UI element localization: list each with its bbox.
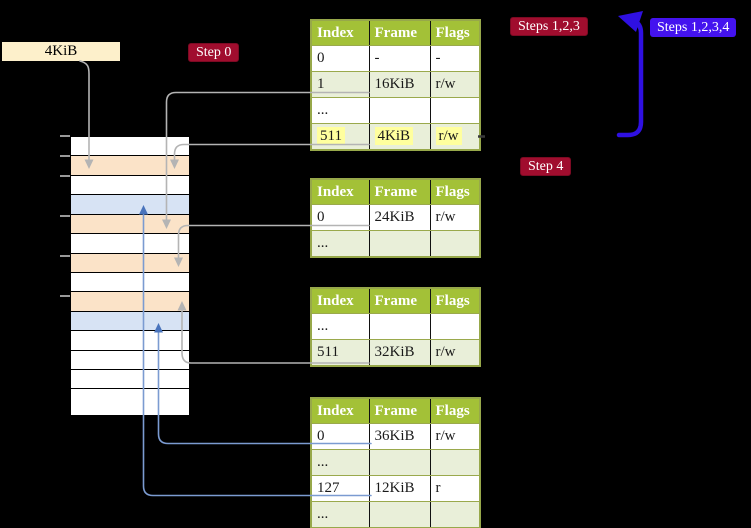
cell-frame: 16KiB [369,71,431,98]
table-row: ... [311,230,480,258]
table-row: ... [311,449,480,476]
cell-flags [430,97,480,124]
badge-steps-1-2-3: Steps 1,2,3 [510,17,588,36]
page-size-label: 4KiB [2,42,120,61]
memory-frame-row-white [71,272,189,293]
memory-frame-row-white [71,137,189,157]
cell-index: ... [311,313,370,340]
cell-flags: r/w [430,71,480,98]
cell-frame [369,501,431,528]
cell-index: 511 [311,123,370,151]
cell-index: 127 [311,475,370,502]
page-table-c: Index Frame Flags 0 36KiB r/w ... 127 12… [310,397,481,528]
badge-steps-1-2-3-4: Steps 1,2,3,4 [650,18,737,37]
table-row: 127 12KiB r [311,475,480,502]
highlight-span: r/w [435,127,462,145]
memory-frame-row-blue [71,311,189,332]
highlight-span: 4KiB [374,127,414,145]
col-header-frame: Frame [369,398,431,424]
memory-frame-row-orange [71,214,189,235]
highlight-span: 511 [317,127,345,145]
badge-step-0: Step 0 [188,43,240,62]
cell-frame: 32KiB [369,339,431,367]
cell-index: 0 [311,204,370,231]
cell-frame: - [369,45,431,72]
cell-flags [430,501,480,528]
table-header-row: Index Frame Flags [311,20,480,46]
memory-frame-row-orange [71,156,189,176]
cell-frame: 24KiB [369,204,431,231]
col-header-frame: Frame [369,288,431,314]
cell-flags: r/w [430,204,480,231]
cell-index: ... [311,449,370,476]
cell-flags: r/w [430,339,480,367]
page-table-step0: Index Frame Flags 0 - - 1 16KiB r/w ... … [310,19,481,151]
table-row: ... [311,501,480,528]
table-header-row: Index Frame Flags [311,179,480,205]
table-row: ... [311,313,480,340]
memory-frame-row-white [71,331,189,351]
col-header-index: Index [311,288,370,314]
col-header-frame: Frame [369,20,431,46]
cell-index: ... [311,501,370,528]
memory-frame-row-blue [71,195,189,215]
col-header-flags: Flags [430,288,480,314]
col-header-index: Index [311,398,370,424]
col-header-flags: Flags [430,398,480,424]
cell-frame: 36KiB [369,423,431,450]
table-header-row: Index Frame Flags [311,398,480,424]
memory-frame-row-orange [71,292,189,312]
table-row: 0 36KiB r/w [311,423,480,450]
col-header-flags: Flags [430,20,480,46]
cell-index: 1 [311,71,370,98]
loop-arrow-steps [616,17,644,138]
cell-index: ... [311,230,370,258]
cell-flags: r [430,475,480,502]
memory-frame-row-white [71,370,189,390]
cell-index: ... [311,97,370,124]
memory-frame-row-white [71,389,189,408]
cell-frame: 12KiB [369,475,431,502]
memory-frame-row-orange [71,253,189,273]
cell-flags: r/w [430,423,480,450]
table-row: 0 - - [311,45,480,72]
col-header-flags: Flags [430,179,480,205]
tick-marks [60,135,70,297]
page-table-b: Index Frame Flags ... 511 32KiB r/w [310,287,481,367]
physical-memory-column [70,136,190,416]
table-row: 0 24KiB r/w [311,204,480,231]
cell-flags: r/w [430,123,480,151]
badge-step-4: Step 4 [520,157,572,176]
cell-frame [369,313,431,340]
cell-frame [369,449,431,476]
cell-flags [430,230,480,258]
table-row: ... [311,97,480,124]
memory-frame-row-white [71,175,189,196]
cell-frame: 4KiB [369,123,431,151]
memory-frame-row-white [71,350,189,371]
table-header-row: Index Frame Flags [311,288,480,314]
cell-flags: - [430,45,480,72]
cell-index: 0 [311,45,370,72]
table-row-highlighted: 511 4KiB r/w [311,123,480,151]
col-header-frame: Frame [369,179,431,205]
table-row: 1 16KiB r/w [311,71,480,98]
col-header-index: Index [311,179,370,205]
cell-frame [369,97,431,124]
cell-frame [369,230,431,258]
table-row: 511 32KiB r/w [311,339,480,367]
memory-frame-row-white [71,234,189,254]
cell-index: 511 [311,339,370,367]
cell-index: 0 [311,423,370,450]
page-table-a: Index Frame Flags 0 24KiB r/w ... [310,178,481,258]
loop-arrowhead [618,11,643,32]
col-header-index: Index [311,20,370,46]
cell-flags [430,313,480,340]
cell-flags [430,449,480,476]
